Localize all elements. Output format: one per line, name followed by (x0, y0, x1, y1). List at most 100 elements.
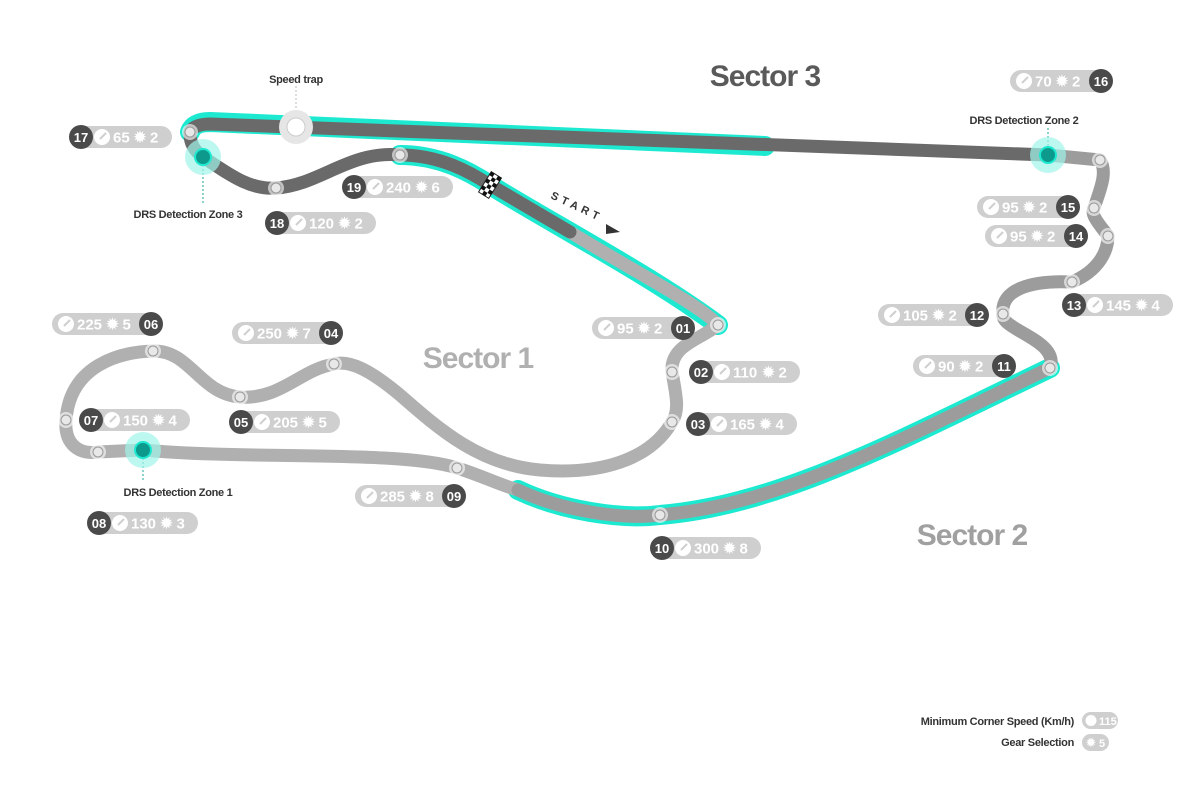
corner-marker-19 (392, 147, 408, 163)
turn-badge (686, 412, 710, 436)
turn-number: 05 (234, 415, 248, 430)
speed-trap-label: Speed trap (269, 74, 323, 86)
gear-selection: 5 (123, 317, 131, 334)
drs-detection-zone-3-label: DRS Detection Zone 3 (134, 209, 243, 221)
drs-detection-zone-2-marker (1030, 128, 1066, 173)
min-corner-speed: 105 (903, 308, 928, 325)
gear-icon: ✹ (722, 539, 736, 559)
min-corner-speed: 240 (386, 180, 411, 197)
min-corner-speed: 300 (694, 541, 719, 558)
min-corner-speed: 65 (113, 130, 130, 147)
sector-3-label: Sector 3 (710, 60, 821, 93)
speedometer-icon (290, 215, 306, 231)
turn-number: 17 (74, 130, 88, 145)
gear-icon: ✹ (105, 315, 119, 335)
min-corner-speed: 285 (380, 489, 405, 506)
corner-marker-07 (58, 412, 74, 428)
turn-badge (1062, 293, 1086, 317)
gear-selection: 2 (779, 365, 787, 382)
gear-selection: 4 (1152, 298, 1161, 315)
turn-number: 08 (92, 516, 106, 531)
turn-badge (442, 484, 466, 508)
corner-marker-12 (995, 306, 1011, 322)
gear-icon: ✹ (408, 487, 422, 507)
speedometer-icon (711, 416, 727, 432)
drs-detection-zone-1-label: DRS Detection Zone 1 (124, 487, 233, 499)
speedometer-icon (991, 228, 1007, 244)
corner-marker-18 (268, 180, 284, 196)
corner-marker-01 (710, 317, 726, 333)
corner-pill (355, 485, 465, 507)
min-corner-speed: 95 (617, 321, 634, 338)
gear-selection: 2 (949, 308, 957, 325)
corner-pill (232, 322, 342, 344)
turn-badge (79, 408, 103, 432)
start-arrow-icon (606, 224, 620, 234)
corner-marker-03 (664, 414, 680, 430)
corner-marker-13 (1064, 274, 1080, 290)
gear-icon: ✹ (285, 324, 299, 344)
gear-selection: 2 (1047, 229, 1055, 246)
min-corner-speed: 110 (733, 365, 757, 382)
speedometer-icon (367, 179, 383, 195)
gear-icon: ✹ (758, 415, 772, 435)
speed-trap-marker (279, 86, 313, 144)
turn-badge (1089, 69, 1113, 93)
gear-selection: 2 (1039, 200, 1047, 217)
gear-icon: ✹ (1086, 736, 1097, 751)
speedometer-icon (238, 325, 254, 341)
sector-1-label: Sector 1 (423, 342, 534, 375)
corner-marker-08 (90, 444, 106, 460)
turn-badge (650, 536, 674, 560)
speedometer-icon (94, 129, 110, 145)
speedometer-icon (675, 540, 691, 556)
corner-marker-11 (1042, 360, 1058, 376)
speedometer-icon (58, 316, 74, 332)
corner-marker-15 (1086, 200, 1102, 216)
gear-icon: ✹ (159, 514, 173, 534)
turn-number: 03 (691, 417, 705, 432)
turn-badge (265, 211, 289, 235)
corner-marker-02 (664, 364, 680, 380)
turn-number: 04 (324, 326, 339, 341)
legend-gear-label: Gear Selection (1001, 737, 1074, 749)
turn-number: 10 (655, 541, 669, 556)
gear-selection: 6 (432, 180, 440, 197)
min-corner-speed: 225 (77, 317, 102, 334)
corner-pill (913, 355, 1015, 377)
gear-selection: 4 (776, 417, 785, 434)
gear-selection: 4 (169, 413, 178, 430)
corner-marker-04 (326, 356, 342, 372)
legend: Minimum Corner Speed (Km/h) 115 Gear Sel… (921, 712, 1118, 751)
start-finish-flag-icon (477, 170, 503, 200)
min-corner-speed: 70 (1035, 74, 1052, 91)
corner-marker-10 (652, 507, 668, 523)
corner-marker-05 (232, 389, 248, 405)
drs-detection-zone-2-label: DRS Detection Zone 2 (970, 115, 1079, 127)
turn-badge (689, 360, 713, 384)
min-corner-speed: 150 (123, 413, 148, 430)
corner-pill (977, 196, 1079, 218)
turn-badge (139, 312, 163, 336)
gear-icon: ✹ (1030, 227, 1044, 247)
corner-pill (592, 317, 694, 339)
min-corner-speed: 95 (1010, 229, 1027, 246)
corner-pill (52, 313, 162, 335)
speedometer-icon (104, 412, 120, 428)
gear-selection: 2 (654, 321, 662, 338)
corner-marker-17 (182, 124, 198, 140)
